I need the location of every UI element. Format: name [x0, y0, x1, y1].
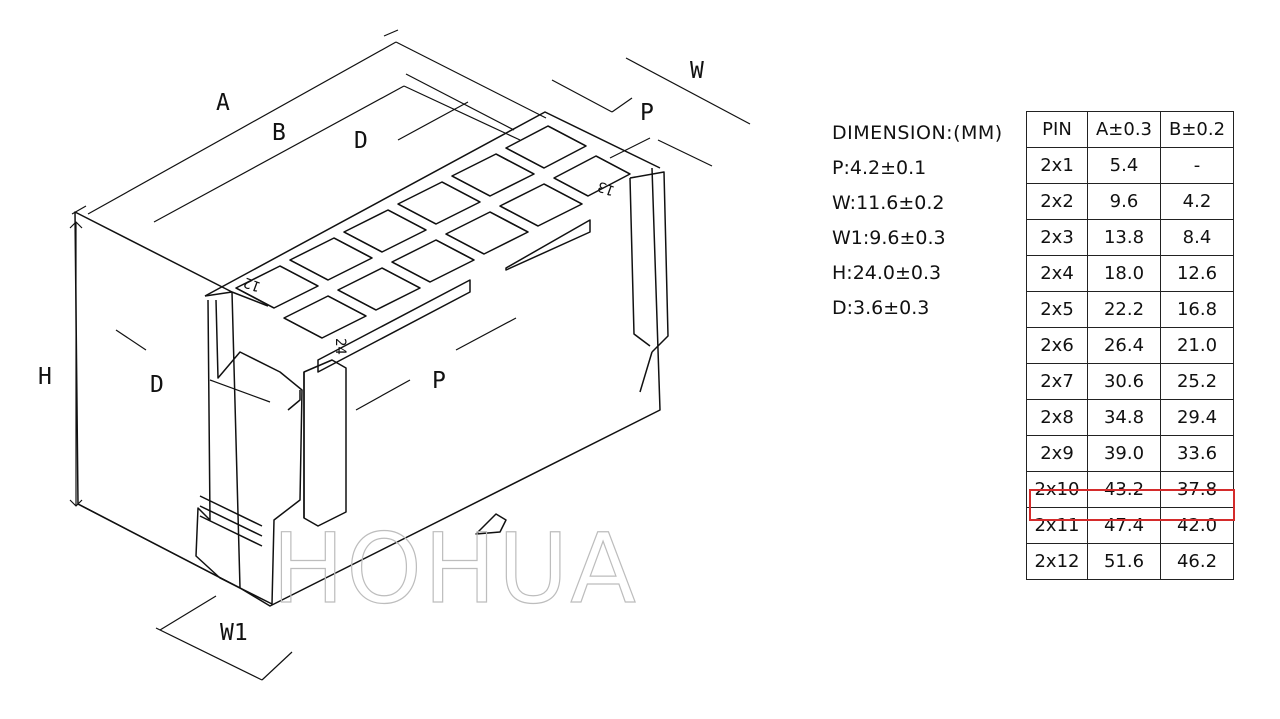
dim-label-p-mid: P — [432, 368, 446, 394]
dim-label-a: A — [216, 90, 230, 116]
cell-a: 30.6 — [1087, 363, 1161, 400]
latch — [195, 299, 303, 605]
cell-b: 12.6 — [1160, 255, 1234, 292]
cell-b: 4.2 — [1160, 183, 1234, 220]
dim-label-p-top: P — [640, 100, 654, 126]
cell-b: 42.0 — [1160, 507, 1234, 544]
cell-pin: 2x9 — [1026, 435, 1088, 472]
header-pin: PIN — [1026, 111, 1088, 148]
cell-a: 26.4 — [1087, 327, 1161, 364]
spec-item-d: D:3.6±0.3 — [832, 297, 930, 319]
cell-a: 34.8 — [1087, 399, 1161, 436]
cell-b: 37.8 — [1160, 471, 1234, 508]
spec-item-w1: W1:9.6±0.3 — [832, 227, 946, 249]
cell-pin: 2x4 — [1026, 255, 1088, 292]
cell-pin: 2x10 — [1026, 471, 1088, 508]
specs-title: DIMENSION:(MM) — [832, 122, 1003, 144]
cell-pin: 2x3 — [1026, 219, 1088, 256]
cell-a: 22.2 — [1087, 291, 1161, 328]
connector-drawing: HOHUA A B D W P P D H W1 12 13 24 — [38, 29, 751, 681]
dimension-specs: DIMENSION:(MM) P:4.2±0.1 W:11.6±0.2 W1:9… — [832, 116, 1003, 326]
dim-label-w1: W1 — [220, 620, 248, 646]
pin-number-12: 12 — [242, 274, 263, 295]
cell-a: 5.4 — [1087, 147, 1161, 184]
header-a: A±0.3 — [1087, 111, 1161, 148]
spec-item-h: H:24.0±0.3 — [832, 262, 942, 284]
cell-b: 16.8 — [1160, 291, 1234, 328]
cell-b: - — [1160, 147, 1234, 184]
dim-label-d-left: D — [150, 372, 164, 398]
cell-a: 18.0 — [1087, 255, 1161, 292]
cell-a: 39.0 — [1087, 435, 1161, 472]
cell-b: 33.6 — [1160, 435, 1234, 472]
watermark: HOHUA — [272, 513, 638, 625]
header-b: B±0.2 — [1160, 111, 1234, 148]
cell-b: 8.4 — [1160, 219, 1234, 256]
pin-cavities — [235, 125, 631, 339]
dim-label-h: H — [38, 364, 52, 390]
cell-b: 25.2 — [1160, 363, 1234, 400]
pin-number-24: 24 — [332, 338, 348, 355]
cell-b: 29.4 — [1160, 399, 1234, 436]
table-header-row: PIN A±0.3 B±0.2 — [1026, 111, 1234, 148]
cell-b: 21.0 — [1160, 327, 1234, 364]
cell-a: 13.8 — [1087, 219, 1161, 256]
cell-pin: 2x5 — [1026, 291, 1088, 328]
cell-pin: 2x8 — [1026, 399, 1088, 436]
spec-item-w: W:11.6±0.2 — [832, 192, 945, 214]
cell-a: 51.6 — [1087, 543, 1161, 580]
cell-a: 47.4 — [1087, 507, 1161, 544]
cell-pin: 2x1 — [1026, 147, 1088, 184]
dim-label-d-top: D — [354, 128, 368, 154]
cell-pin: 2x2 — [1026, 183, 1088, 220]
cell-pin: 2x7 — [1026, 363, 1088, 400]
cell-pin: 2x11 — [1026, 507, 1088, 544]
pin-number-13: 13 — [596, 178, 617, 199]
cell-a: 9.6 — [1087, 183, 1161, 220]
cell-pin: 2x6 — [1026, 327, 1088, 364]
dim-label-b: B — [272, 120, 286, 146]
dim-label-w: W — [690, 58, 704, 84]
cell-a: 43.2 — [1087, 471, 1161, 508]
housing-outline — [74, 211, 241, 589]
cell-b: 46.2 — [1160, 543, 1234, 580]
spec-item-p: P:4.2±0.1 — [832, 157, 927, 179]
cell-pin: 2x12 — [1026, 543, 1088, 580]
